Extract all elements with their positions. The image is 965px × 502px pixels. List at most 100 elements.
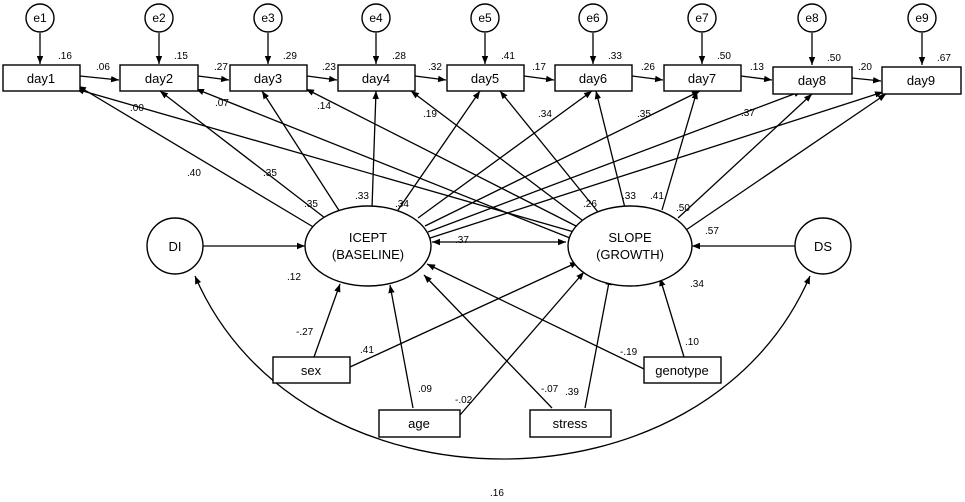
error-node-6	[578, 3, 608, 33]
sex-icept-coef: -.27	[296, 327, 314, 338]
icept-ellipse	[304, 205, 432, 287]
genotype-icept-coef: -.19	[620, 347, 638, 358]
slope-label-line2: (GROWTH)	[596, 247, 664, 262]
sex-icept-arrow	[313, 283, 341, 358]
ds-circle	[794, 217, 852, 275]
day-box-7	[663, 64, 742, 92]
ar-coef-5: .17	[532, 62, 546, 73]
day-label-7: day7	[688, 71, 716, 86]
icept-loading-6: .19	[423, 109, 437, 120]
error-label-8: e8	[805, 11, 819, 25]
slope-loading-6: .35	[637, 109, 651, 120]
icept-loading-9: .00	[130, 103, 144, 114]
error-label-6: e6	[586, 11, 600, 25]
age-box	[378, 409, 461, 438]
slope-loading-3: .41	[650, 191, 664, 202]
r2-day4: .28	[392, 51, 406, 62]
sex-label: sex	[301, 363, 322, 378]
disturbance-covariance-label: .16	[490, 488, 504, 499]
stress-icept-arrow	[423, 274, 553, 409]
ar-arrow-6	[631, 75, 664, 83]
icept-r2-label: .12	[287, 272, 301, 283]
covariate-variables: sex age stress genotype	[272, 356, 722, 438]
slope-loading-arrow-4	[410, 90, 583, 221]
slope-label-line1: SLOPE	[608, 230, 652, 245]
sex-box	[272, 356, 351, 384]
icept-loading-arrow-1	[77, 85, 316, 229]
error-label-2: e2	[152, 11, 166, 25]
icept-loading-4: .33	[355, 191, 369, 202]
error-node-9	[907, 3, 937, 33]
day-box-8	[772, 66, 853, 95]
slope-loading-8: .34	[538, 109, 552, 120]
disturbance-covariance-arc	[194, 275, 811, 460]
slope-loading-arrow-6	[594, 90, 626, 209]
di-circle	[146, 217, 204, 275]
r2-day5: .41	[501, 51, 515, 62]
stress-slope-arrow	[584, 276, 612, 409]
genotype-slope-arrow	[659, 277, 685, 358]
slope-loading-arrow-7	[661, 90, 698, 211]
ar-arrow-7	[740, 75, 773, 83]
error-label-5: e5	[478, 11, 492, 25]
ar-arrow-5	[523, 75, 555, 83]
r2-day8: .50	[827, 53, 841, 64]
ar-coef-2: .27	[214, 62, 228, 73]
slope-loading-arrow-1	[75, 88, 575, 233]
ar-arrow-8	[851, 76, 882, 84]
error-label-1: e1	[33, 11, 47, 25]
sex-slope-coef: .41	[360, 345, 374, 356]
ar-arrow-3	[306, 75, 338, 83]
ar-coef-3: .23	[322, 62, 336, 73]
structural-labels: .37 .12 .34 -.27 .41 .09 -.02 -.07 .39 -…	[287, 235, 704, 499]
slope-ellipse	[567, 205, 693, 287]
di-label: DI	[169, 239, 182, 254]
icept-loading-labels: .40 .35 .35 .33 .34 .19 .14 .07 .00	[130, 98, 437, 210]
icept-loading-arrow-9	[429, 91, 884, 239]
r2-day3: .29	[283, 51, 297, 62]
r2-day6: .33	[608, 51, 622, 62]
day-label-6: day6	[579, 71, 607, 86]
icept-loading-arrow-4	[371, 90, 379, 209]
day-label-1: day1	[27, 71, 55, 86]
error-node-2	[144, 3, 174, 33]
stress-slope-coef: .39	[565, 387, 579, 398]
day-label-5: day5	[471, 71, 499, 86]
r2-day9: .67	[937, 53, 951, 64]
ar-coef-4: .32	[428, 62, 442, 73]
day-box-5	[446, 64, 525, 92]
icept-loading-arrow-2	[159, 90, 326, 219]
age-icept-coef: .09	[418, 384, 432, 395]
day-box-1	[2, 64, 81, 92]
day-box-9	[881, 66, 962, 95]
slope-loading-arrow-5	[499, 90, 599, 213]
slope-loading-7: .37	[741, 108, 755, 119]
age-slope-arrow	[459, 271, 585, 416]
day-box-3	[229, 64, 308, 92]
age-label: age	[408, 416, 430, 431]
error-node-3	[253, 3, 283, 33]
age-icept-arrow	[388, 284, 414, 409]
slope-loading-arrow-9	[685, 93, 887, 231]
slope-loading-4: .50	[676, 203, 690, 214]
edges	[36, 33, 926, 460]
ar-arrow-2	[197, 75, 230, 83]
day-box-4	[337, 64, 416, 92]
ar-coef-7: .13	[750, 62, 764, 73]
r2-day2: .15	[174, 51, 188, 62]
slope-loading-arrow-8	[677, 93, 813, 219]
stress-box	[529, 409, 612, 438]
day-label-2: day2	[145, 71, 173, 86]
day-observed-variables: day1 day2 day3 day4 day5 day6 day7 day8 …	[2, 64, 962, 95]
autoregressive-labels: .06 .27 .23 .32 .17 .26 .13 .20	[96, 62, 872, 73]
error-label-7: e7	[695, 11, 709, 25]
stress-icept-coef: -.07	[541, 384, 559, 395]
age-slope-coef: -.02	[455, 395, 473, 406]
day-label-9: day9	[907, 73, 935, 88]
slope-r2-label: .34	[690, 279, 704, 290]
icept-loading-8: .07	[215, 98, 229, 109]
error-node-1	[25, 3, 55, 33]
error-node-7	[687, 3, 717, 33]
day-label-3: day3	[254, 71, 282, 86]
